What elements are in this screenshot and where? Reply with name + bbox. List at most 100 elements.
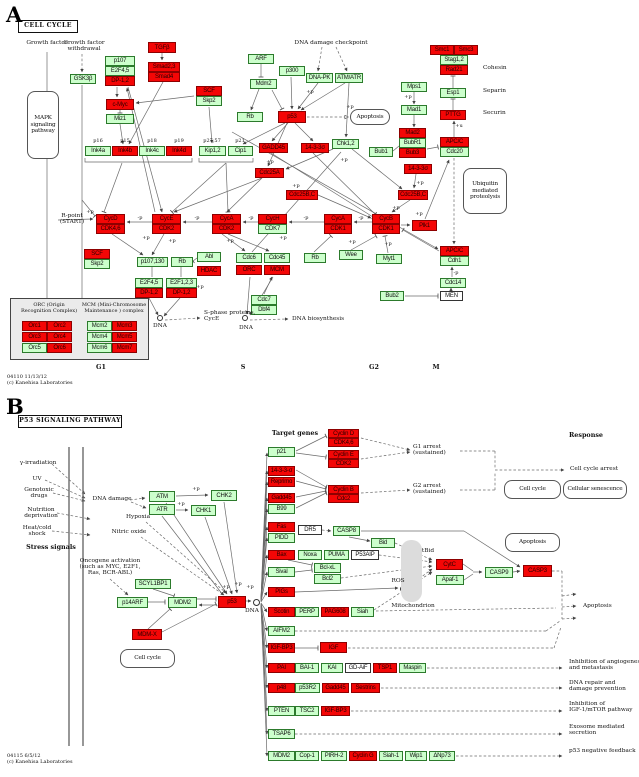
gene-node-bcl-xl[interactable]: Bcl-xL bbox=[314, 563, 341, 573]
pathway-link-apoptosis[interactable]: Apoptosis bbox=[350, 109, 390, 125]
gene-node-bid[interactable]: Bid bbox=[371, 538, 395, 548]
gene-node-myt1[interactable]: Myt1 bbox=[376, 254, 402, 264]
gene-node-b99[interactable]: B99 bbox=[268, 504, 295, 514]
gene-node-p21[interactable]: p21 bbox=[268, 447, 295, 457]
gene-node-cdk4-6[interactable]: CDK4,6 bbox=[328, 438, 359, 447]
gene-node-mdm2[interactable]: MDM2 bbox=[268, 751, 295, 761]
gene-node-dp-1-2[interactable]: DP-1,2 bbox=[166, 288, 197, 298]
gene-node-gadd45[interactable]: Gadd45 bbox=[268, 493, 295, 503]
gene-node-cdc7[interactable]: Cdc7 bbox=[251, 295, 277, 305]
gene-node-mps1[interactable]: Mps1 bbox=[401, 82, 427, 92]
gene-node-scf[interactable]: SCF bbox=[196, 86, 222, 96]
gene-node-cdc14[interactable]: Cdc14 bbox=[440, 278, 466, 288]
gene-node-gsk3[interactable]: GSK3β bbox=[70, 74, 96, 84]
gene-node-smc3[interactable]: Smc3 bbox=[454, 45, 478, 55]
gene-node-14-3-3[interactable]: 14-3-3σ bbox=[301, 143, 329, 153]
gene-node-mdm-x[interactable]: MDM-X bbox=[132, 629, 162, 640]
gene-node-cyclin-g[interactable]: Cyclin G bbox=[349, 751, 377, 761]
gene-node-igf[interactable]: IGF bbox=[320, 642, 347, 653]
gene-node-mdm2[interactable]: MDM2 bbox=[168, 597, 197, 608]
gene-node-perp[interactable]: PERP bbox=[295, 607, 319, 617]
gene-node-14-3-3[interactable]: 14-3-3σ bbox=[404, 164, 432, 174]
gene-node-apc-c[interactable]: APC/C bbox=[440, 137, 469, 147]
gene-node-e2f4-5[interactable]: E2F4,5 bbox=[135, 278, 163, 288]
pathway-link-ubiquitin-mediated-proteolysis[interactable]: Ubiquitin mediated proteolysis bbox=[463, 168, 507, 214]
gene-node-rb[interactable]: Rb bbox=[304, 253, 326, 263]
gene-node-kai[interactable]: KAI bbox=[321, 663, 343, 673]
gene-node-cdc20[interactable]: Cdc20 bbox=[440, 147, 469, 157]
gene-node-orc4[interactable]: Orc4 bbox=[47, 332, 72, 342]
gene-node-tgf[interactable]: TGFβ bbox=[148, 42, 176, 53]
gene-node-skp2[interactable]: Skp2 bbox=[196, 96, 222, 106]
gene-node-cdk4-6[interactable]: CDK4,6 bbox=[96, 224, 125, 234]
gene-node-orc[interactable]: ORC bbox=[236, 265, 262, 275]
gene-node-apaf-1[interactable]: Apaf-1 bbox=[436, 575, 464, 585]
pathway-link-apoptosis[interactable]: Apoptosis bbox=[505, 533, 560, 552]
gene-node-tsc2[interactable]: TSC2 bbox=[295, 706, 319, 716]
gene-node-bax[interactable]: Bax bbox=[268, 550, 295, 560]
gene-node-cyca[interactable]: CycA bbox=[324, 214, 352, 224]
gene-node-mcm2[interactable]: Mcm2 bbox=[87, 321, 112, 331]
gene-node-smad2-3[interactable]: Smad2,3 bbox=[148, 62, 180, 72]
gene-node-rb[interactable]: Rb bbox=[171, 257, 193, 267]
gene-node-cdk1[interactable]: CDK1 bbox=[324, 224, 352, 234]
gene-node-orc5[interactable]: Orc5 bbox=[22, 343, 47, 353]
gene-node-scotin[interactable]: Scotin bbox=[268, 607, 295, 617]
gene-node-aifm2[interactable]: AIFM2 bbox=[268, 626, 295, 636]
gene-node-tsap6[interactable]: TSAP6 bbox=[268, 729, 295, 739]
pathway-link-cell-cycle[interactable]: Cell cycle bbox=[120, 649, 175, 668]
gene-node-bcl2[interactable]: Bcl2 bbox=[314, 574, 341, 584]
gene-node-pigs[interactable]: PIGs bbox=[268, 587, 295, 597]
gene-node-noxa[interactable]: Noxa bbox=[298, 550, 322, 560]
gene-node-orc6[interactable]: Orc6 bbox=[47, 343, 72, 353]
gene-node-orc3[interactable]: Orc3 bbox=[22, 332, 47, 342]
gene-node-cop-1[interactable]: Cop-1 bbox=[295, 751, 319, 761]
gene-node-cych[interactable]: CycH bbox=[258, 214, 287, 224]
gene-node-men[interactable]: MEN bbox=[440, 291, 463, 301]
gene-node-bub3[interactable]: Bub3 bbox=[399, 148, 426, 158]
gene-node-cdc45[interactable]: Cdc45 bbox=[264, 253, 290, 263]
gene-node-ink4b[interactable]: Ink4b bbox=[112, 146, 138, 156]
gene-node-cycb[interactable]: CycB bbox=[372, 214, 400, 224]
gene-node-mcm[interactable]: MCM bbox=[264, 265, 290, 275]
gene-node-esp1[interactable]: Esp1 bbox=[440, 88, 466, 98]
gene-node-sival[interactable]: Sival bbox=[268, 567, 295, 577]
gene-node-mcm6[interactable]: Mcm6 bbox=[87, 343, 112, 353]
gene-node-cip1[interactable]: Cip1 bbox=[228, 146, 253, 156]
gene-node-ink4c[interactable]: Ink4c bbox=[139, 146, 165, 156]
gene-node-sestrins[interactable]: Sestrins bbox=[351, 683, 380, 693]
gene-node-cyclin-d[interactable]: Cyclin D bbox=[328, 429, 359, 438]
gene-node-dp-1-2[interactable]: DP-1,2 bbox=[135, 288, 163, 298]
gene-node-cdk1[interactable]: CDK1 bbox=[372, 224, 400, 234]
pathway-link-mapk-signaling-pathway[interactable]: MAPK signaling pathway bbox=[27, 91, 59, 159]
gene-node-bai-1[interactable]: BAI-1 bbox=[295, 663, 319, 673]
gene-node-cycd[interactable]: CycD bbox=[96, 214, 125, 224]
gene-node-smad4[interactable]: Smad4 bbox=[148, 72, 180, 82]
gene-node-gadd45[interactable]: Gadd45 bbox=[322, 683, 349, 693]
gene-node-siah-1[interactable]: Siah-1 bbox=[379, 751, 403, 761]
gene-node-e2f1-2-3[interactable]: E2F1,2,3 bbox=[166, 278, 197, 288]
gene-node-cdc25a[interactable]: Cdc25A bbox=[255, 168, 284, 178]
gene-node-p107[interactable]: p107 bbox=[105, 56, 135, 66]
gene-node-reprimo[interactable]: Reprimo bbox=[268, 477, 295, 487]
gene-node-c-myc[interactable]: c-Myc bbox=[106, 99, 134, 110]
gene-node-gd-aif[interactable]: GD-AiF bbox=[345, 663, 371, 673]
gene-node-pidd[interactable]: PIDD bbox=[268, 533, 295, 543]
gene-node-casp9[interactable]: CASP9 bbox=[485, 567, 513, 578]
gene-node-p14arf[interactable]: p14ARF bbox=[117, 597, 148, 608]
gene-node-scyl1bp1[interactable]: SCYL1BP1 bbox=[135, 579, 171, 589]
gene-node-atm[interactable]: ATM bbox=[149, 491, 175, 502]
gene-node-dbf4[interactable]: Dbf4 bbox=[251, 305, 277, 315]
gene-node-ink4d[interactable]: Ink4d bbox=[166, 146, 192, 156]
gene-node-arf[interactable]: ARF bbox=[248, 54, 274, 64]
gene-node-bub2[interactable]: Bub2 bbox=[380, 291, 404, 301]
gene-node-p107-130[interactable]: p107,130 bbox=[137, 257, 168, 267]
gene-node-cdk2[interactable]: CDK2 bbox=[152, 224, 181, 234]
gene-node-skp2[interactable]: Skp2 bbox=[84, 259, 110, 269]
gene-node-smc1[interactable]: Smc1 bbox=[430, 45, 454, 55]
gene-node-hdac[interactable]: HDAC bbox=[197, 266, 221, 276]
gene-node-atr[interactable]: ATR bbox=[149, 504, 175, 515]
gene-node-chk2[interactable]: CHK2 bbox=[211, 490, 237, 501]
gene-node-p300[interactable]: p300 bbox=[279, 66, 305, 76]
gene-node-gadd45[interactable]: GADD45 bbox=[259, 143, 288, 153]
